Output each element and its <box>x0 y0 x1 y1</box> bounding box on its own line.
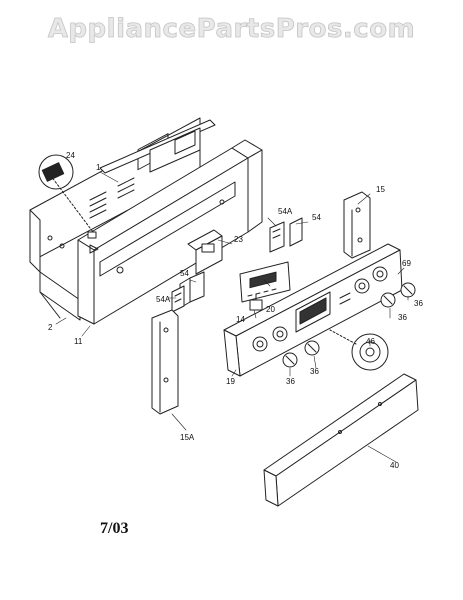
vent-trim <box>263 373 419 507</box>
knob-group <box>282 282 416 368</box>
callout-36-a: 36 <box>414 299 423 308</box>
infinite-switch-pair-mid <box>171 271 205 313</box>
rear-upper-frame <box>99 119 216 174</box>
callout-54-mid: 54 <box>180 269 189 278</box>
knob-4 <box>400 282 416 298</box>
infinite-switch-pair-right <box>269 217 303 253</box>
callout-14: 14 <box>236 315 245 324</box>
knob-1 <box>282 352 298 368</box>
callout-69: 69 <box>402 259 411 268</box>
console-frame <box>77 139 263 325</box>
callout-36-d: 36 <box>310 367 319 376</box>
callout-15A: 15A <box>180 433 195 442</box>
callout-23: 23 <box>234 235 243 244</box>
callout-54-upper: 54 <box>312 213 321 222</box>
callout-1: 1 <box>96 163 101 172</box>
callout-40: 40 <box>390 461 399 470</box>
knob-3 <box>380 292 396 308</box>
callout-54A-mid: 54A <box>156 295 171 304</box>
callout-54A-upper: 54A <box>278 207 293 216</box>
callout-36-b: 36 <box>398 313 407 322</box>
callout-46: 46 <box>366 337 375 346</box>
rocker-switch <box>38 154 97 239</box>
callout-24: 24 <box>66 151 75 160</box>
callout-15: 15 <box>376 185 385 194</box>
left-end-cap <box>151 309 179 415</box>
electronic-clock <box>239 261 291 303</box>
callout-11: 11 <box>74 337 83 346</box>
small-bracket <box>249 293 263 311</box>
callout-20: 20 <box>266 305 275 314</box>
leader-lines <box>55 171 409 463</box>
knob-2 <box>304 340 320 356</box>
callout-19: 19 <box>226 377 235 386</box>
knob-detail <box>329 329 389 371</box>
callout-labels: 24 1 15 54A 54 23 20 54 69 54A 14 36 36 … <box>48 151 423 470</box>
callout-2: 2 <box>48 323 53 332</box>
control-panel <box>223 243 403 377</box>
date-code: 7/03 <box>100 520 129 537</box>
watermark: AppliancePartsPros.com <box>47 14 416 45</box>
clock-bracket <box>187 229 223 275</box>
rear-side-part <box>39 271 81 321</box>
callout-36-c: 36 <box>286 377 295 386</box>
right-end-cap <box>343 191 371 259</box>
